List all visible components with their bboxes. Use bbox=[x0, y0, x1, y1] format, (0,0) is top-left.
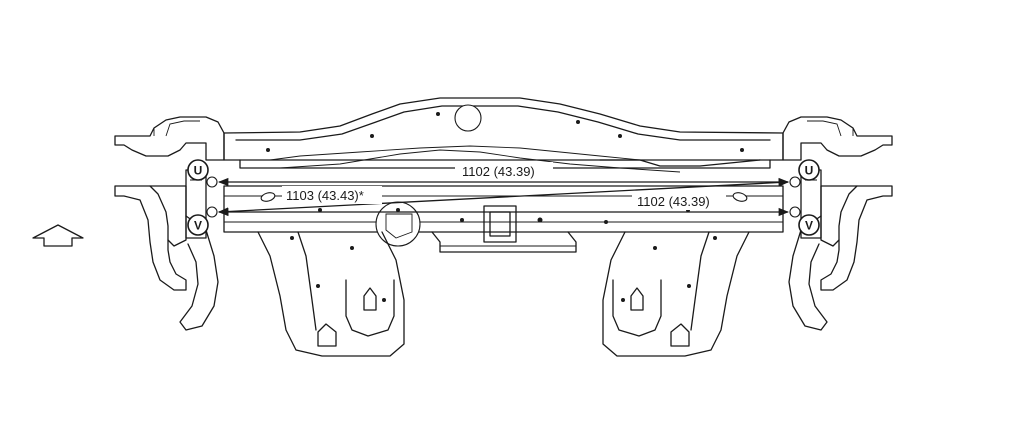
measurement-hole-v-right bbox=[789, 206, 801, 218]
dimension-label-u-u: 1102 (43.39) bbox=[462, 164, 535, 179]
point-label-v-right: V bbox=[798, 214, 820, 236]
dimension-label-diagonal: 1103 (43.43)* bbox=[286, 188, 364, 203]
point-label-u-right: U bbox=[798, 159, 820, 181]
point-label-v-left: V bbox=[187, 214, 209, 236]
svg-text:V: V bbox=[194, 219, 202, 233]
measurement-hole-v-left bbox=[206, 206, 218, 218]
measurement-hole-u-left bbox=[206, 176, 218, 188]
upper-crossmember bbox=[223, 97, 784, 173]
dimension-diagonal: 1103 (43.43)* bbox=[217, 178, 790, 216]
svg-text:V: V bbox=[805, 219, 813, 233]
svg-text:U: U bbox=[194, 164, 203, 178]
dimension-u-to-u: 1102 (43.39) bbox=[217, 162, 790, 187]
measurement-hole-u-right bbox=[789, 176, 801, 188]
right-hanger-bracket bbox=[602, 231, 750, 357]
front-direction-arrow-icon bbox=[32, 224, 84, 247]
center-hole bbox=[454, 104, 482, 132]
point-label-u-left: U bbox=[187, 159, 209, 181]
dimension-label-v-v: 1102 (43.39) bbox=[637, 194, 710, 209]
dimension-v-to-v: 1102 (43.39) bbox=[217, 193, 790, 217]
svg-text:U: U bbox=[805, 164, 814, 178]
left-hanger-bracket bbox=[257, 231, 405, 357]
